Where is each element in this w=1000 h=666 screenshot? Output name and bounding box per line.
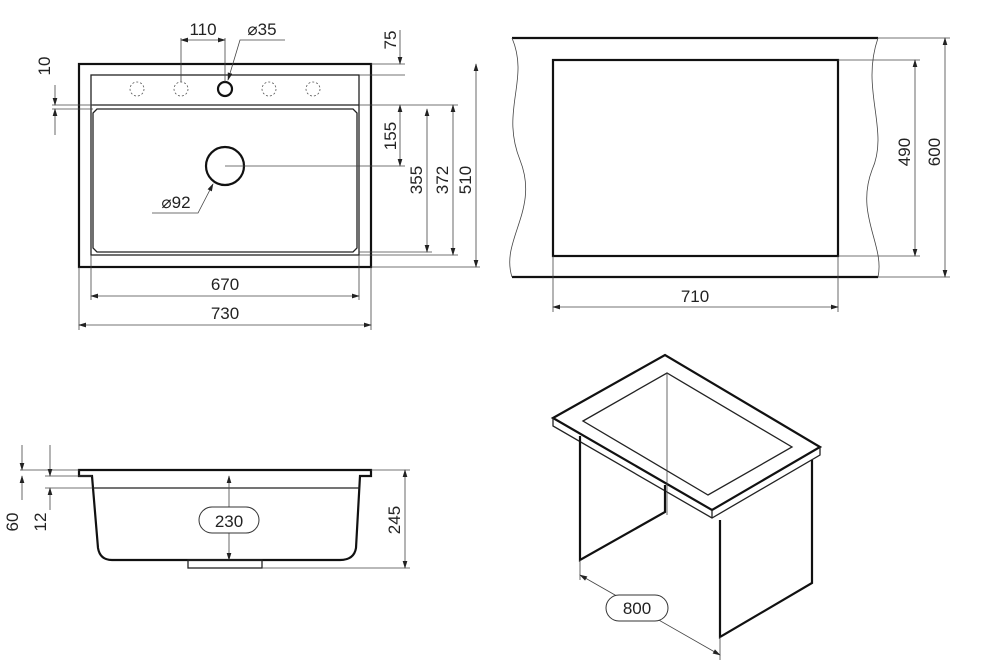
dim-rim-offset: 10 [35,57,54,76]
optional-tap-hole [261,81,277,97]
dim-pill [605,594,669,622]
cabinet-top-frame [550,353,823,512]
dim-cutout-depth: 490 [895,138,914,166]
dim-rim-thickness: 12 [31,513,50,532]
dim-tap-hole-diameter: ⌀35 [247,20,276,39]
dim-cutout-width: 710 [681,287,709,306]
sink-outline [77,62,373,269]
optional-tap-hole [305,81,321,97]
break-line [866,37,880,278]
dim-drain-offset: 155 [381,122,400,150]
optional-tap-hole [173,81,189,97]
cabinet-left-panel [578,436,667,562]
dim-overall-height: 245 [385,506,404,534]
dim-bowl-length: 372 [433,166,452,194]
dim-overall-depth: 510 [456,166,475,194]
dim-rim-height: 60 [3,513,22,532]
dim-drain-diameter: ⌀92 [161,193,190,212]
dim-pill [198,506,260,534]
rim-inner [90,74,360,256]
dim-bowl-width: 670 [211,275,239,294]
cutout-outline [551,58,840,258]
dim-bowl-depth: 230 [215,512,243,531]
section-view: 60 12 230 245 [3,445,410,569]
dim-hole-spacing: 110 [189,20,216,39]
cabinet-opening [581,372,794,496]
dim-overall-width: 730 [211,304,239,323]
break-line [509,37,526,278]
dim-bowl-length-inner: 355 [407,166,426,194]
bowl-outline [92,108,358,253]
dim-min-cabinet-width: 800 [623,599,651,618]
top-view: 110 ⌀35 75 155 10 355 372 510 ⌀92 [35,20,480,330]
tap-hole [216,80,234,98]
optional-tap-hole [129,81,145,97]
section-outline [77,468,373,562]
cutout-view: 490 600 710 [509,36,950,312]
dim-deck-width: 75 [381,31,400,50]
cabinet-view: 800 [550,353,823,660]
drain-outlet [187,559,263,569]
dim-cabinet-depth: 600 [925,138,944,166]
